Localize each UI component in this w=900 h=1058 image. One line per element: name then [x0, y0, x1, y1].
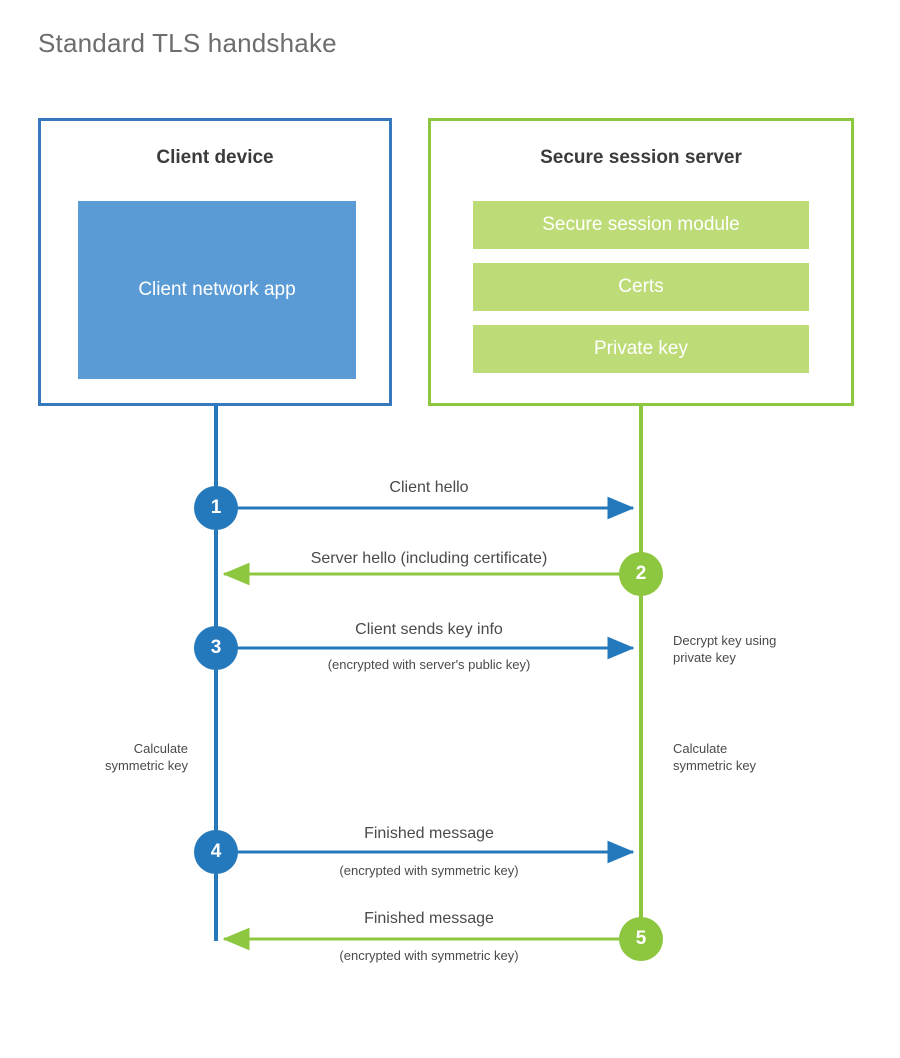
step-marker-4[interactable]: 4 — [194, 830, 238, 874]
secure-session-server-box: Secure session server Secure session mod… — [428, 118, 854, 406]
step-sublabel-3: (encrypted with server's public key) — [327, 657, 531, 672]
server-components-list: Secure session module Certs Private key — [473, 201, 809, 373]
server-component-private-key: Private key — [473, 325, 809, 373]
step-sublabel-5: (encrypted with symmetric key) — [339, 948, 519, 963]
step-marker-2[interactable]: 2 — [619, 552, 663, 596]
secure-session-server-title: Secure session server — [540, 147, 742, 168]
client-device-title: Client device — [156, 147, 274, 168]
server-component-certs: Certs — [473, 263, 809, 311]
step-label-2: Server hello (including certificate) — [310, 550, 548, 567]
step-label-4: Finished message — [364, 825, 494, 842]
client-network-app-block: Client network app — [78, 201, 356, 379]
step-marker-1[interactable]: 1 — [194, 486, 238, 530]
page-title: Standard TLS handshake — [38, 28, 337, 58]
step-sublabel-4: (encrypted with symmetric key) — [339, 863, 519, 878]
client-device-box: Client device Client network app — [38, 118, 392, 406]
step-label-5: Finished message — [364, 910, 494, 927]
server-component-secure-session-module: Secure session module — [473, 201, 809, 249]
note-decrypt-key: Decrypt key using private key — [673, 633, 777, 665]
step-marker-5[interactable]: 5 — [619, 917, 663, 961]
step-label-1: Client hello — [389, 479, 469, 496]
step-label-3: Client sends key info — [355, 621, 503, 638]
note-calculate-symmetric-key-server: Calculate symmetric key — [673, 741, 757, 773]
note-calculate-symmetric-key-client: Calculate symmetric key — [104, 741, 188, 773]
step-marker-3[interactable]: 3 — [194, 626, 238, 670]
